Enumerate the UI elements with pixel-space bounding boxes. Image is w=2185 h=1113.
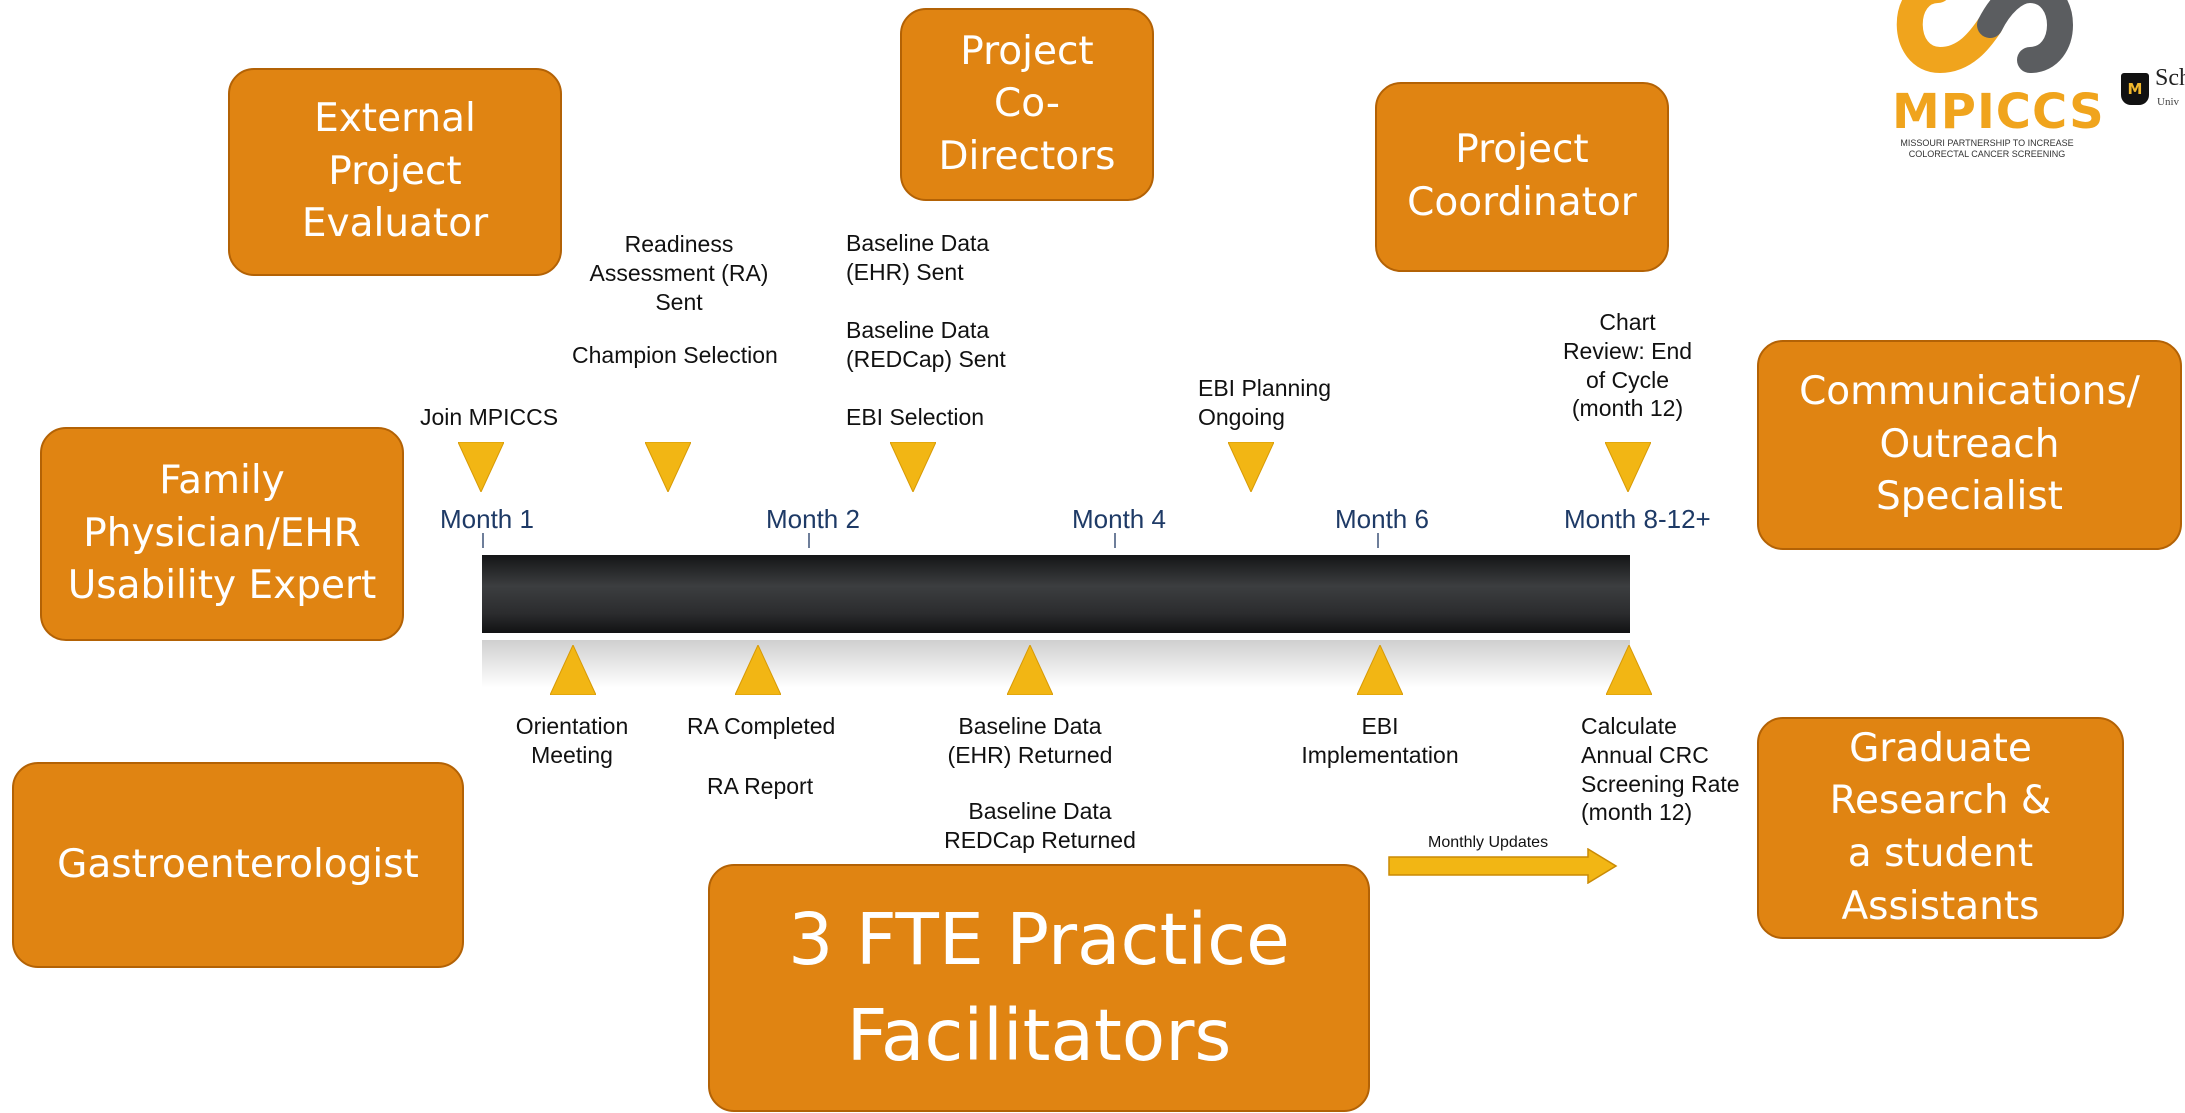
logo-tagline: MISSOURI PARTNERSHIP TO INCREASE COLOREC… — [1900, 138, 2074, 159]
label-join: Join MPICCS — [420, 404, 559, 430]
label-orientation: Orientation Meeting — [515, 713, 629, 768]
month-4-label: Month 4 — [1072, 504, 1166, 534]
marker-ra-completed-icon — [735, 645, 781, 695]
role-practice-facilitators: 3 FTE Practice Facilitators — [708, 864, 1370, 1112]
label-baseline-redcap-sent: Baseline Data (REDCap) Sent — [846, 317, 1006, 372]
label-chart-review: Chart Review: End of Cycle (month 12) — [1562, 309, 1693, 422]
monthly-updates-label: Monthly Updates — [1428, 834, 1549, 851]
label-calculate-rate: Calculate Annual CRC Screening Rate (mon… — [1581, 713, 1740, 826]
role-external-evaluator: External Project Evaluator — [228, 68, 562, 276]
marker-join-icon — [458, 442, 504, 492]
marker-readiness-icon — [645, 442, 691, 492]
school-name: Sch — [2155, 65, 2185, 91]
role-co-directors: Project Co- Directors — [900, 8, 1154, 201]
role-coordinator: Project Coordinator — [1375, 82, 1669, 272]
month-1-label: Month 1 — [440, 504, 534, 534]
university-name: Univ — [2157, 96, 2179, 108]
month-2-tick — [808, 533, 810, 548]
month-6-label: Month 6 — [1335, 504, 1429, 534]
label-readiness: Readiness Assessment (RA) Sent — [589, 231, 769, 315]
marker-baseline-icon — [890, 442, 936, 492]
label-baseline-redcap-returned: Baseline Data REDCap Returned — [944, 798, 1136, 853]
timeline-bar — [482, 555, 1630, 633]
label-ebi-selection: EBI Selection — [846, 404, 985, 430]
marker-baseline-returned-icon — [1007, 645, 1053, 695]
month-8-12-label: Month 8-12+ — [1564, 504, 1711, 534]
label-champion: Champion Selection — [572, 342, 778, 368]
role-communications: Communications/ Outreach Specialist — [1757, 340, 2182, 550]
label-baseline-ehr-returned: Baseline Data (EHR) Returned — [947, 713, 1113, 768]
marker-orientation-icon — [550, 645, 596, 695]
label-ra-completed: RA Completed — [687, 713, 836, 739]
month-6-tick — [1377, 533, 1379, 548]
logo-name: MPICCS — [1892, 84, 2105, 140]
marker-calculate-icon — [1606, 645, 1652, 695]
infinity-logo-icon — [1896, 0, 2073, 74]
label-ra-report: RA Report — [707, 773, 814, 799]
marker-chart-review-icon — [1605, 442, 1651, 492]
month-4-tick — [1114, 533, 1116, 548]
month-1-tick — [482, 533, 484, 548]
timeline-bar-reflection — [482, 640, 1630, 688]
month-2-label: Month 2 — [766, 504, 860, 534]
role-graduate-research: Graduate Research & a student Assistants — [1757, 717, 2124, 939]
label-ebi-implementation: EBI Implementation — [1301, 713, 1459, 768]
label-baseline-ehr-sent: Baseline Data (EHR) Sent — [846, 230, 990, 285]
monthly-updates-arrow-icon — [1388, 848, 1618, 884]
mu-shield-icon: M — [2121, 73, 2149, 105]
marker-ebi-planning-icon — [1228, 442, 1274, 492]
role-gastroenterologist: Gastroenterologist — [12, 762, 464, 968]
marker-ebi-implementation-icon — [1357, 645, 1403, 695]
label-ebi-planning: EBI Planning Ongoing — [1198, 375, 1331, 430]
role-family-physician: Family Physician/EHR Usability Expert — [40, 427, 404, 641]
